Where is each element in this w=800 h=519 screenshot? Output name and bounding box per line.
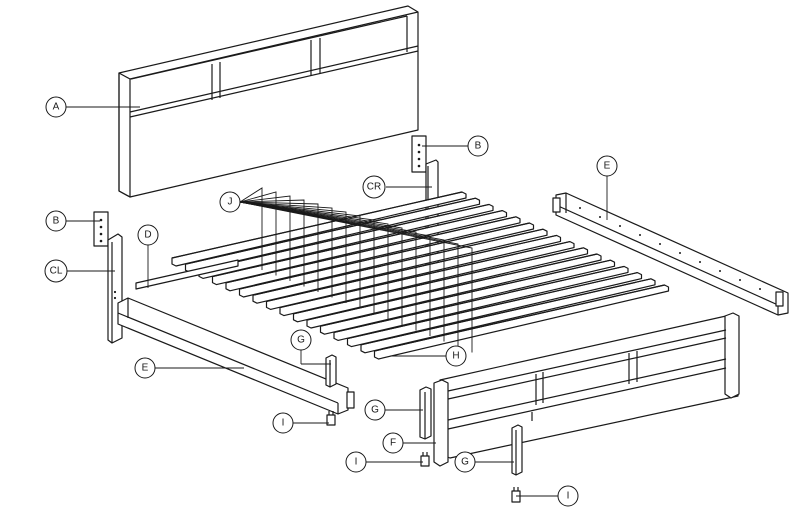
slat-leader [239, 201, 361, 309]
slat-leader [239, 201, 473, 353]
slat-leader [239, 191, 277, 276]
rail-part-d [135, 259, 239, 290]
svg-text:I: I [282, 418, 285, 429]
corner-leg-cl [107, 233, 123, 344]
slat-leader [239, 201, 417, 331]
slat-leader [239, 201, 403, 325]
footboard-part-f [433, 312, 740, 467]
slat-leader [239, 195, 291, 281]
rail-hole [759, 288, 761, 290]
callout-i-2: I [345, 451, 367, 473]
slat-edge [320, 259, 611, 327]
rail-hole [719, 270, 721, 272]
svg-text:A: A [53, 102, 60, 113]
rail-hole [699, 261, 701, 263]
leader-lines [66, 106, 608, 497]
slat-edge [185, 197, 476, 265]
svg-text:I: I [355, 457, 358, 468]
slat-edge [225, 216, 517, 284]
callout-a: A [45, 96, 67, 118]
callout-g-2: G [364, 399, 386, 421]
slat-leader [239, 201, 319, 292]
svg-text:J: J [228, 197, 233, 208]
slat-edge [279, 241, 571, 309]
callout-j: J [219, 191, 241, 213]
callout-e-left: E [134, 357, 156, 379]
rail-hole [639, 234, 641, 236]
svg-text:H: H [452, 351, 459, 362]
slat-edge [293, 247, 584, 315]
callout-g-1: G [290, 329, 312, 351]
callout-i-1: I [272, 412, 294, 434]
slat-edge [306, 253, 598, 321]
svg-text:E: E [142, 363, 149, 374]
svg-text:CL: CL [50, 266, 63, 277]
leg-part-g-2 [419, 386, 432, 440]
svg-text:D: D [144, 230, 151, 241]
svg-text:B: B [53, 216, 60, 227]
rail-hole [599, 216, 601, 218]
callout-cl: CL [44, 259, 68, 283]
callout-h: H [445, 345, 467, 367]
slat-edge [333, 265, 625, 333]
slat-edge [266, 234, 557, 302]
svg-text:F: F [390, 438, 396, 449]
slat-leader [239, 199, 305, 287]
callout-d: D [137, 224, 159, 246]
slat-leader [239, 201, 347, 303]
svg-text:G: G [461, 457, 469, 468]
callout-b-upper: B [467, 135, 489, 157]
rail-hole [619, 225, 621, 227]
slat-leader [239, 187, 263, 270]
foot-part-i-1 [326, 411, 336, 426]
svg-text:B: B [475, 141, 482, 152]
rail-hole [739, 279, 741, 281]
slat-leader [239, 201, 333, 298]
slat-edge [252, 228, 544, 296]
slat-edge [347, 272, 638, 340]
callout-cr: CR [362, 175, 386, 199]
svg-text:CR: CR [367, 182, 381, 193]
slat-leader [239, 201, 389, 320]
slat-edge [374, 284, 665, 352]
bracket-part-b-lower [93, 211, 109, 247]
rail-hole [579, 207, 581, 209]
callout-f: F [382, 432, 404, 454]
slat-edge [239, 222, 530, 290]
callout-e-right: E [596, 155, 618, 177]
side-rail-part-e-left [117, 297, 355, 415]
side-rail-part-e-right [552, 192, 789, 316]
foot-part-i-3 [511, 487, 521, 503]
svg-text:G: G [297, 335, 305, 346]
svg-text:G: G [371, 405, 379, 416]
callout-g-3: G [454, 451, 476, 473]
slats-part-j [171, 191, 670, 360]
callout-i-3: I [557, 485, 579, 507]
slat-edge [198, 203, 490, 271]
leg-part-g-3 [511, 424, 523, 476]
slat-leader [239, 201, 431, 336]
callout-b-lower: B [45, 210, 67, 232]
svg-text:E: E [604, 161, 611, 172]
slat-leader [239, 201, 375, 314]
rail-hole [659, 243, 661, 245]
slat-edge [212, 210, 503, 278]
leg-part-g-1 [325, 354, 337, 388]
slat-edge [360, 278, 652, 346]
bracket-part-b-upper [411, 135, 427, 173]
slat-edge [171, 191, 463, 259]
svg-text:I: I [567, 491, 570, 502]
rail-hole [679, 252, 681, 254]
headboard-part-a [118, 5, 419, 198]
foot-part-i-2 [420, 452, 430, 467]
